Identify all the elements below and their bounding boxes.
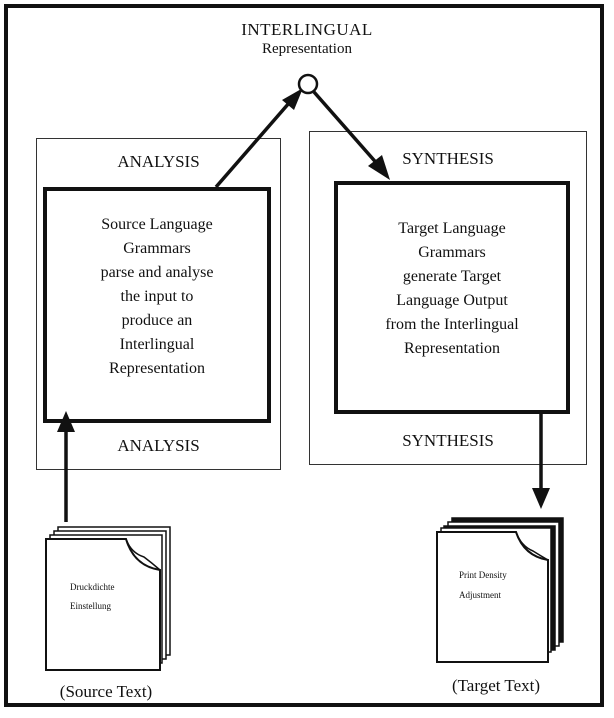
arrowhead-icon (282, 88, 303, 110)
source-doc-line1: Druckdichte (70, 582, 115, 592)
interlingual-to-synthesis-arrow (312, 90, 382, 169)
arrowhead-icon (57, 411, 75, 432)
target-text-caption: (Target Text) (451, 676, 541, 695)
source-text-caption: (Source Text) (59, 682, 153, 701)
interlingual-node (297, 73, 319, 95)
analysis-line: Representation (109, 360, 205, 377)
analysis-bottom-label: ANALYSIS (117, 436, 200, 455)
synthesis-top-label: SYNTHESIS (402, 149, 494, 168)
analysis-line: produce an (121, 312, 193, 329)
target-grammars-text: Target Language Grammars generate Target… (338, 217, 566, 361)
analysis-line: Grammars (123, 240, 191, 257)
synthesis-line: Representation (404, 340, 500, 357)
target-grammars-box: Target Language Grammars generate Target… (334, 181, 570, 414)
analysis-line: Interlingual (119, 336, 195, 353)
arrowhead-icon (532, 488, 550, 509)
target-document-stack-icon (436, 517, 564, 663)
synthesis-line: Language Output (396, 292, 508, 309)
source-grammars-box: Source Language Grammars parse and analy… (43, 187, 271, 423)
arrowhead-icon (368, 155, 390, 180)
analysis-outer-box (36, 138, 281, 470)
source-doc-line2: Einstellung (70, 601, 111, 611)
synthesis-line: Grammars (418, 244, 486, 261)
synthesis-outer-box (309, 131, 587, 465)
diagram-frame (4, 4, 604, 707)
source-document-stack-icon (45, 526, 171, 671)
synthesis-line: generate Target (402, 268, 502, 285)
synthesis-bottom-label: SYNTHESIS (402, 431, 494, 450)
interlingual-subtitle: Representation (262, 41, 352, 57)
analysis-line: parse and analyse (100, 264, 214, 281)
target-doc-line1: Print Density (459, 570, 507, 580)
interlingual-title: INTERLINGUAL (241, 20, 373, 39)
synthesis-line: Target Language (398, 220, 506, 237)
analysis-line: the input to (120, 288, 194, 305)
synthesis-line: from the Interlingual (385, 316, 519, 333)
analysis-top-label: ANALYSIS (117, 152, 200, 171)
source-grammars-text: Source Language Grammars parse and analy… (47, 213, 267, 381)
target-doc-line2: Adjustment (459, 590, 501, 600)
analysis-to-interlingual-arrow (214, 93, 298, 189)
analysis-line: Source Language (101, 216, 213, 233)
